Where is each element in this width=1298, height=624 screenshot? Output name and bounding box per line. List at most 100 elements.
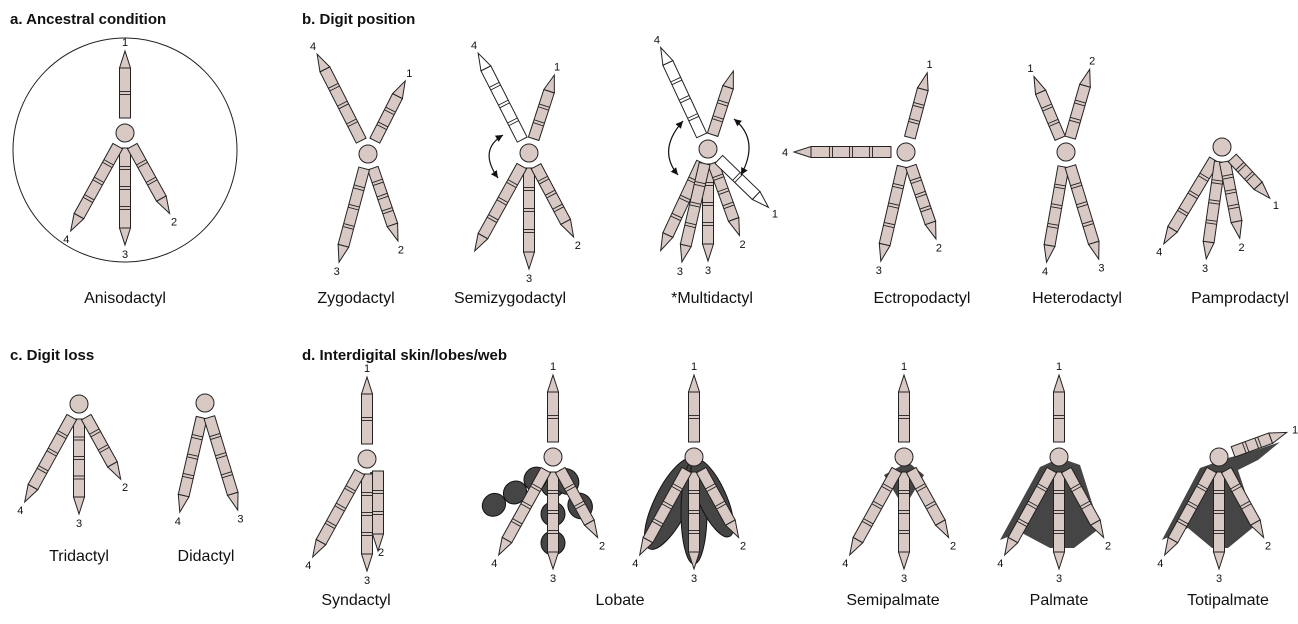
caption-semizygodactyl: Semizygodactyl	[454, 290, 566, 307]
foot-pad	[196, 394, 214, 412]
caption-anisodactyl: Anisodactyl	[84, 290, 166, 307]
digit-lo3	[548, 472, 559, 569]
digit-number-3: 3	[122, 249, 128, 261]
digit-number-1: 1	[1292, 424, 1298, 436]
digit-lo1	[548, 375, 559, 442]
digit-number-2: 2	[950, 540, 956, 552]
digit-s1	[528, 73, 559, 140]
phalanges	[1036, 90, 1066, 140]
digit-h2	[1065, 68, 1095, 139]
digit-sy1	[362, 377, 373, 444]
digit-z1	[370, 78, 410, 143]
phalanges	[373, 471, 384, 534]
claw	[899, 375, 910, 392]
digit-number-3: 3	[1056, 573, 1062, 585]
phalanges	[370, 94, 403, 144]
foot-pad	[70, 395, 88, 413]
caption-pamprodactyl: Pamprodactyl	[1191, 290, 1289, 307]
phalanges	[362, 394, 373, 444]
caption-zygodactyl: Zygodactyl	[317, 290, 394, 307]
digit-m2u	[707, 69, 738, 136]
digit-number-3: 3	[691, 573, 697, 585]
digit-number-4: 4	[491, 558, 497, 570]
rotation-arrow	[489, 135, 503, 178]
digit-number-2: 2	[740, 540, 746, 552]
foot-pad	[358, 450, 376, 468]
digit-number-1: 1	[1056, 361, 1062, 373]
caption-syndactyl: Syndactyl	[321, 592, 390, 609]
digit-s2	[531, 164, 578, 240]
digit-number-2: 2	[122, 482, 128, 494]
caption-totipalmate: Totipalmate	[1187, 592, 1269, 609]
digit-lo3b	[689, 472, 700, 569]
caption-tridactyl: Tridactyl	[49, 548, 109, 565]
claw	[548, 552, 559, 569]
digit-number-1: 1	[1273, 200, 1279, 212]
claw	[524, 252, 535, 269]
digit-lo2	[555, 467, 602, 540]
phalanges	[1065, 165, 1099, 245]
digit-number-4: 4	[782, 147, 788, 159]
claw	[1231, 221, 1245, 240]
digit-number-2: 2	[1238, 242, 1244, 254]
digit-number-1: 1	[554, 62, 560, 74]
digit-number-3: 3	[705, 265, 711, 277]
phalanges	[689, 392, 700, 442]
claw	[1201, 241, 1214, 259]
digit-number-3: 3	[876, 265, 882, 277]
claw	[677, 244, 692, 263]
claw	[544, 73, 560, 93]
phalanges	[531, 164, 570, 225]
digit-number-4: 4	[1042, 266, 1048, 278]
digit-s4b	[470, 163, 527, 253]
digit-number-3: 3	[237, 514, 243, 526]
digit-number-4: 4	[17, 505, 23, 517]
claw	[656, 45, 673, 65]
phalanges	[481, 66, 527, 142]
claw	[1029, 74, 1046, 94]
claw	[1089, 241, 1104, 260]
digit-number-1: 1	[927, 59, 933, 71]
claw	[334, 244, 349, 263]
claw	[1041, 245, 1055, 264]
phalanges	[1065, 84, 1090, 139]
caption-semipalmate: Semipalmate	[846, 592, 939, 609]
phalanges	[120, 68, 131, 118]
digit-sp1	[899, 375, 910, 442]
foot-pad	[1050, 448, 1068, 466]
foot-pad	[116, 124, 134, 142]
phalanges	[528, 89, 554, 140]
phalanges	[906, 467, 945, 525]
phalanges	[1044, 166, 1069, 247]
digit-number-4: 4	[1156, 247, 1162, 259]
digit-number-4: 4	[63, 234, 69, 246]
claw	[387, 223, 403, 243]
claw	[918, 71, 933, 90]
digit-e1	[905, 71, 933, 139]
digit-a1	[120, 51, 131, 118]
section-title-c: c. Digit loss	[10, 347, 94, 364]
digit-a2	[127, 143, 174, 216]
phalanges	[1214, 472, 1225, 552]
digit-number-1: 1	[550, 361, 556, 373]
claw	[1214, 552, 1225, 569]
section-title-a: a. Ancestral condition	[10, 11, 166, 28]
rotation-arrow	[669, 121, 683, 175]
digit-number-2: 2	[739, 239, 745, 251]
phalanges	[548, 392, 559, 442]
digit-z2	[368, 166, 403, 242]
digit-number-1: 1	[406, 68, 412, 80]
foot-pad	[685, 448, 703, 466]
claw	[362, 554, 373, 571]
foot-pad	[1057, 143, 1075, 161]
digit-number-4: 4	[654, 34, 660, 46]
claw	[899, 552, 910, 569]
digit-dd4	[174, 416, 207, 513]
digit-lo1b	[689, 375, 700, 442]
claw	[1054, 552, 1065, 569]
foot-pad	[359, 145, 377, 163]
digit-number-1: 1	[364, 363, 370, 375]
phalanges	[74, 419, 85, 497]
digit-number-2: 2	[936, 243, 942, 255]
phalanges	[120, 148, 131, 228]
